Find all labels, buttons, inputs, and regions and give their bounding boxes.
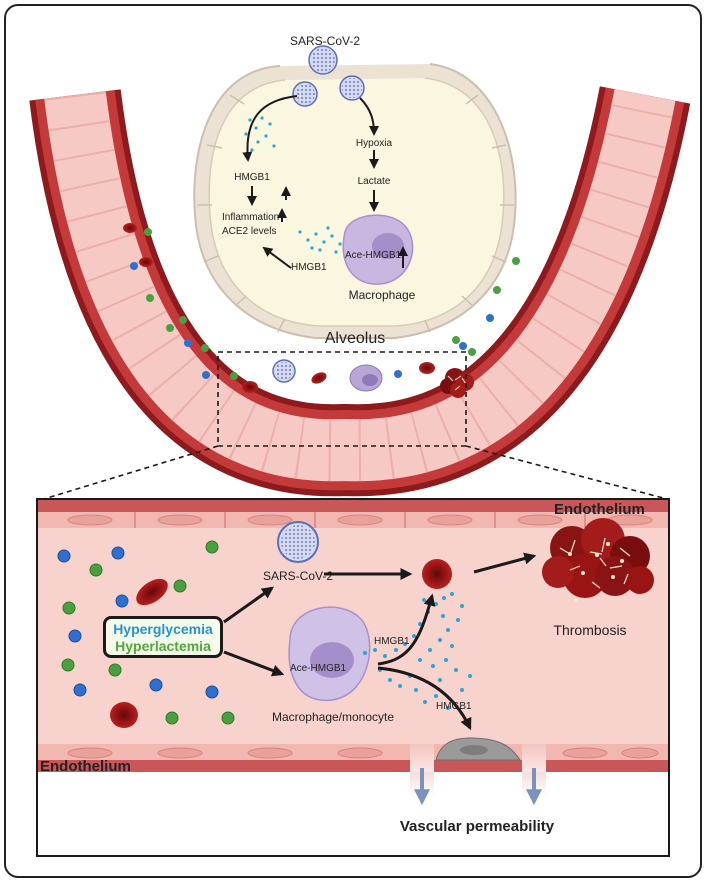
glucose-dot: [459, 342, 467, 350]
mini-thrombus: [440, 368, 474, 398]
u-vessel: [29, 86, 691, 497]
lactate-label: Lactate: [357, 176, 391, 187]
ace2-levels-label: ACE2 levels: [222, 226, 277, 237]
red-blood-cell: [123, 223, 137, 233]
alveolus: [193, 63, 517, 339]
lactate-dot: [452, 336, 460, 344]
zoom-indicator: [43, 351, 668, 500]
hyperglycemia-label: Hyperglycemia: [113, 621, 213, 637]
lactate-dot: [230, 372, 238, 380]
thrombosis-label: Thrombosis: [553, 622, 627, 638]
glucose-dot: [394, 370, 402, 378]
u-vessel-cells: [123, 223, 520, 398]
inset-macrophage: [288, 606, 371, 701]
hmgb1-dots-inset: [363, 592, 472, 710]
glucose-dot: [184, 339, 192, 347]
inset-lumen-particles: [57, 540, 235, 728]
alveolus-title: Alveolus: [324, 330, 386, 347]
hyperlactemia-label: Hyperlactemia: [115, 638, 211, 654]
lactate-dot: [468, 348, 476, 356]
hmgb1-bottom-label: HMGB1: [291, 262, 327, 273]
red-blood-cell: [110, 702, 138, 728]
inset-rbc: [422, 559, 452, 589]
virus-particles-top: [292, 45, 365, 107]
red-blood-cell: [136, 578, 168, 606]
hmgb1-lower-label: HMGB1: [436, 701, 472, 712]
macrophage-monocyte-label: Macrophage/monocyte: [271, 710, 395, 724]
glucose-dot: [202, 371, 210, 379]
inset-virus-label: SARS-CoV-2: [262, 569, 334, 583]
inset-thrombus: [542, 518, 654, 602]
alveolus-virus-label: SARS-CoV-2: [289, 34, 361, 48]
glucose-dot: [130, 262, 138, 270]
lactate-dot: [179, 316, 187, 324]
endothelium-top-label: Endothelium: [554, 501, 645, 518]
alveolus-arrows: [242, 95, 408, 269]
red-blood-cell: [242, 381, 258, 393]
hypoxia-label: Hypoxia: [355, 138, 393, 149]
inset-ace-hmgb1-label: Ace-HMGB1: [290, 663, 347, 674]
lactate-dot: [166, 324, 174, 332]
lactate-dot: [144, 228, 152, 236]
permeability-arrows: [414, 768, 542, 806]
alveolar-macrophage: [342, 214, 414, 285]
lactate-dot: [146, 294, 154, 302]
inset-arrows: [223, 552, 537, 731]
red-blood-cell: [139, 257, 153, 267]
lactate-dot: [512, 257, 520, 265]
lactate-dot: [493, 286, 501, 294]
glucose-dot: [486, 314, 494, 322]
hmgb1-upper-label: HMGB1: [374, 636, 410, 647]
inflammation-label: Inflammation: [222, 212, 280, 223]
metabolic-condition-box: Hyperglycemia Hyperlactemia: [103, 616, 223, 658]
red-blood-cell: [419, 362, 435, 374]
endothelium-bottom-label: Endothelium: [40, 758, 131, 775]
hmgb1-top-label: HMGB1: [234, 172, 270, 183]
inset-virus: [277, 521, 319, 563]
macrophage-label: Macrophage: [348, 288, 416, 302]
red-blood-cell: [311, 372, 327, 384]
vascular-permeability-label: Vascular permeability: [399, 818, 555, 835]
alveolus-ace-hmgb1-label: Ace-HMGB1: [345, 250, 402, 261]
lactate-dot: [201, 344, 209, 352]
